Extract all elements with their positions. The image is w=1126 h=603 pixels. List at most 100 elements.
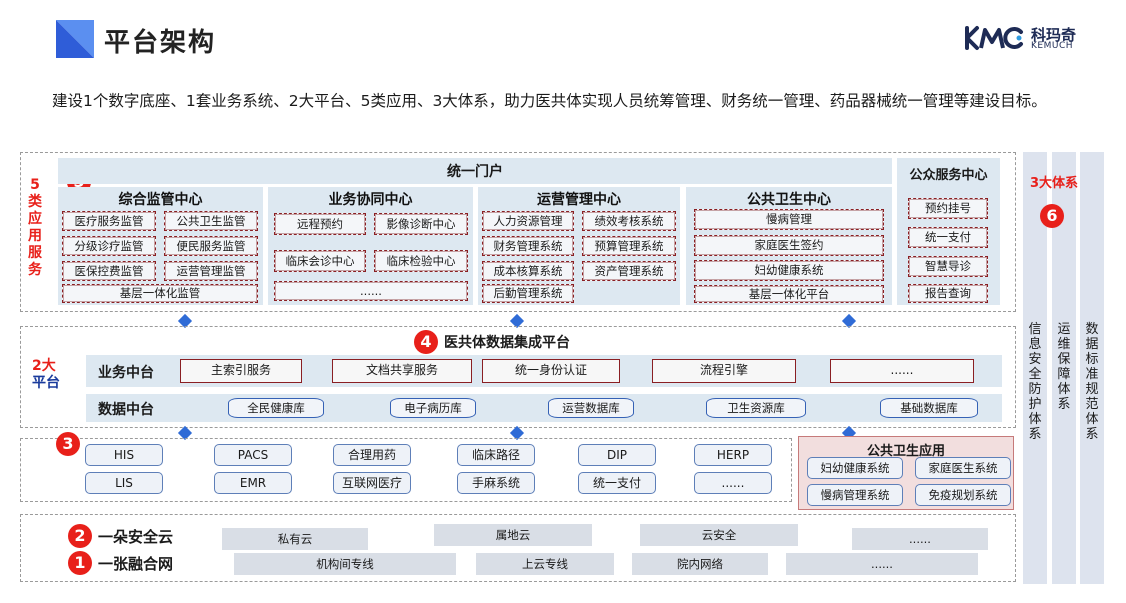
biz-middle-bar: 业务中台 主索引服务 文档共享服务 统一身份认证 流程引擎 ...... xyxy=(86,355,1002,387)
app-item[interactable]: 绩效考核系统 xyxy=(582,211,676,231)
app-item[interactable]: 基层一体化平台 xyxy=(694,285,884,303)
ops-system-label: 运维保障体系 xyxy=(1057,322,1071,412)
platform-number-badge: 4 xyxy=(414,330,438,354)
center-public-service: 公众服务中心 预约挂号 统一支付 智慧导诊 报告查询 xyxy=(897,158,1000,305)
public-health-app[interactable]: 家庭医生系统 xyxy=(915,457,1011,479)
system-item[interactable]: DIP xyxy=(578,444,656,466)
systems3-number-badge: 6 xyxy=(1040,204,1064,228)
center-title: 业务协同中心 xyxy=(328,192,413,208)
app-item[interactable]: 临床检验中心 xyxy=(374,250,468,272)
cloud-item[interactable]: 私有云 xyxy=(222,528,368,550)
infra-frame xyxy=(20,514,1016,582)
public-health-apps-title: 公共卫生应用 xyxy=(866,444,945,459)
center-collaboration: 业务协同中心 远程预约 影像诊断中心 临床会诊中心 临床检验中心 ...... xyxy=(268,187,473,305)
app-item[interactable]: 资产管理系统 xyxy=(582,261,676,281)
systems-number-badge: 3 xyxy=(56,432,80,456)
kmc-logo-icon xyxy=(965,26,1023,50)
database-item[interactable]: 基础数据库 xyxy=(880,398,978,418)
systems-frame xyxy=(20,438,792,502)
public-health-app[interactable]: 妇幼健康系统 xyxy=(807,457,903,479)
service-item[interactable]: 报告查询 xyxy=(908,284,988,303)
systems-column-3 xyxy=(1080,152,1104,584)
app-item[interactable]: 分级诊疗监管 xyxy=(62,236,156,256)
public-health-app[interactable]: 免疫规划系统 xyxy=(915,484,1011,506)
app-item[interactable]: 预算管理系统 xyxy=(582,236,676,256)
portal-bar: 统一门户 xyxy=(58,158,892,184)
portal-title: 统一门户 xyxy=(447,164,503,180)
database-item[interactable]: 卫生资源库 xyxy=(706,398,806,418)
app-item-wide[interactable]: 基层一体化监管 xyxy=(62,284,258,303)
app-item[interactable]: 临床会诊中心 xyxy=(274,250,366,272)
app-item[interactable]: 慢病管理 xyxy=(694,209,884,230)
center-title: 公共卫生中心 xyxy=(747,192,831,208)
public-health-apps-panel: 公共卫生应用 妇幼健康系统 家庭医生系统 慢病管理系统 免疫规划系统 xyxy=(798,436,1014,510)
network-item[interactable]: 上云专线 xyxy=(476,553,614,575)
intro-text: 建设1个数字底座、1套业务系统、2大平台、5类应用、3大体系，助力医共体实现人员… xyxy=(52,92,1047,110)
biz-service[interactable]: 统一身份认证 xyxy=(482,359,620,383)
cloud-item[interactable]: 属地云 xyxy=(434,524,592,546)
biz-middle-label: 业务中台 xyxy=(98,365,154,381)
center-title: 运营管理中心 xyxy=(537,192,621,208)
platform-section-label: 2大 平台 xyxy=(32,358,60,391)
system-item[interactable]: PACS xyxy=(214,444,292,466)
security-system-label: 信息安全防护体系 xyxy=(1028,322,1042,442)
center-supervision: 综合监管中心 医疗服务监管 公共卫生监管 分级诊疗监管 便民服务监管 医保控费监… xyxy=(58,187,263,305)
system-item[interactable]: 统一支付 xyxy=(578,472,656,494)
app-item[interactable]: 成本核算系统 xyxy=(482,261,574,281)
platform-title: 医共体数据集成平台 xyxy=(444,335,570,351)
biz-service[interactable]: 文档共享服务 xyxy=(332,359,472,383)
system-item[interactable]: HERP xyxy=(694,444,772,466)
system-item[interactable]: ...... xyxy=(694,472,772,494)
system-item[interactable]: HIS xyxy=(85,444,163,466)
biz-service[interactable]: 流程引擎 xyxy=(652,359,796,383)
logo-en-text: KEMUCH xyxy=(1031,41,1073,51)
app-item[interactable]: 运营管理监管 xyxy=(164,261,258,281)
cloud-item[interactable]: 云安全 xyxy=(640,524,798,546)
app-item[interactable]: 妇幼健康系统 xyxy=(694,260,884,281)
service-item[interactable]: 智慧导诊 xyxy=(908,256,988,277)
biz-service[interactable]: ...... xyxy=(830,359,974,383)
network-item[interactable]: 院内网络 xyxy=(632,553,768,575)
service-item[interactable]: 统一支付 xyxy=(908,227,988,248)
app-item[interactable]: 人力资源管理 xyxy=(482,211,574,231)
system-item[interactable]: 临床路径 xyxy=(457,444,535,466)
apps-frame xyxy=(20,152,1016,312)
database-item[interactable]: 运营数据库 xyxy=(548,398,634,418)
data-middle-label: 数据中台 xyxy=(98,402,154,418)
app-item[interactable]: 便民服务监管 xyxy=(164,236,258,256)
center-public-health: 公共卫生中心 慢病管理 家庭医生签约 妇幼健康系统 基层一体化平台 xyxy=(686,187,892,305)
center-title: 公众服务中心 xyxy=(909,168,988,183)
app-item[interactable]: 医疗服务监管 xyxy=(62,211,156,231)
network-number-badge: 1 xyxy=(68,551,92,575)
system-item[interactable]: EMR xyxy=(214,472,292,494)
database-item[interactable]: 全民健康库 xyxy=(228,398,324,418)
app-item[interactable]: 家庭医生签约 xyxy=(694,235,884,256)
system-item[interactable]: LIS xyxy=(85,472,163,494)
center-operations: 运营管理中心 人力资源管理 绩效考核系统 财务管理系统 预算管理系统 成本核算系… xyxy=(478,187,680,305)
app-item[interactable]: 远程预约 xyxy=(274,213,366,235)
database-item[interactable]: 电子病历库 xyxy=(390,398,476,418)
network-item[interactable]: ...... xyxy=(786,553,978,575)
cloud-item[interactable]: ...... xyxy=(852,528,988,550)
page-title: 平台架构 xyxy=(104,28,217,58)
system-item[interactable]: 手麻系统 xyxy=(457,472,535,494)
system-item[interactable]: 互联网医疗 xyxy=(333,472,411,494)
biz-service[interactable]: 主索引服务 xyxy=(180,359,302,383)
system-item[interactable]: 合理用药 xyxy=(333,444,411,466)
app-item-wide[interactable]: ...... xyxy=(274,281,468,301)
apps-section-label: 5类应用服务 xyxy=(28,177,42,278)
data-middle-bar: 数据中台 全民健康库 电子病历库 运营数据库 卫生资源库 基础数据库 xyxy=(86,394,1002,422)
app-item[interactable]: 医保控费监管 xyxy=(62,261,156,281)
systems-title: 3大体系 xyxy=(1030,176,1079,191)
center-title: 综合监管中心 xyxy=(118,192,203,208)
network-item[interactable]: 机构间专线 xyxy=(234,553,456,575)
public-health-app[interactable]: 慢病管理系统 xyxy=(807,484,903,506)
app-item[interactable]: 公共卫生监管 xyxy=(164,211,258,231)
company-logo: 科玛奇 KEMUCH xyxy=(965,24,1085,52)
service-item[interactable]: 预约挂号 xyxy=(908,198,988,219)
app-item[interactable]: 影像诊断中心 xyxy=(374,213,468,235)
app-item[interactable]: 后勤管理系统 xyxy=(482,284,574,303)
cloud-number-badge: 2 xyxy=(68,524,92,548)
app-item[interactable]: 财务管理系统 xyxy=(482,236,574,256)
network-label: 一张融合网 xyxy=(98,555,174,573)
